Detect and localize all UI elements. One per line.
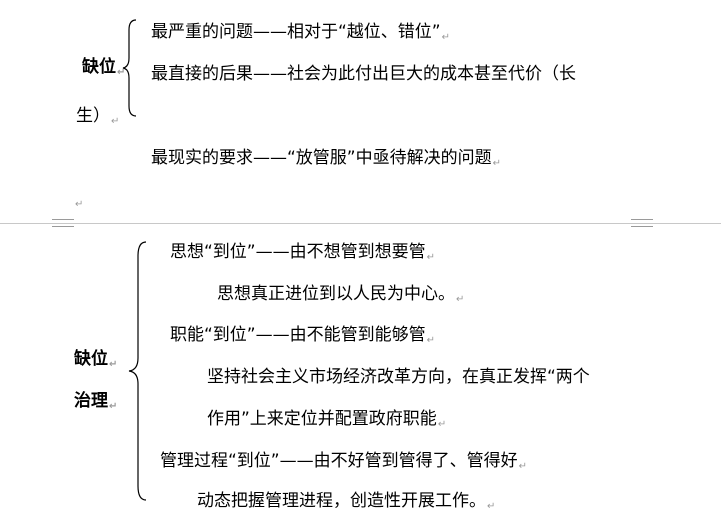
- paragraph-mark: ↵: [441, 32, 451, 43]
- paragraph-mark: ↵: [426, 335, 436, 346]
- section2-item-1-detail: 思想真正进位到以人民为中心。↵: [217, 284, 465, 305]
- paragraph-mark: ↵: [117, 67, 126, 78]
- left-margin-marker: [52, 219, 74, 227]
- section1-item-2: 最直接的后果——社会为此付出巨大的成本甚至代价（长: [151, 64, 576, 84]
- section1-heading: 缺位↵: [82, 57, 126, 78]
- paragraph-mark: ↵: [75, 199, 84, 210]
- left-brace-section2: [128, 241, 147, 501]
- paragraph-mark: ↵: [492, 158, 502, 169]
- paragraph-mark: ↵: [426, 252, 436, 263]
- section2-item-2: 职能“到位”——由不能管到能够管↵: [170, 325, 436, 346]
- section1-item-3: 最现实的要求——“放管服”中亟待解决的问题↵: [151, 148, 502, 169]
- page-break-line: [0, 223, 721, 224]
- section2-item-3: 管理过程“到位”——由不好管到管得了、管得好↵: [160, 451, 528, 472]
- paragraph-mark: ↵: [111, 116, 120, 127]
- section2-heading-line2: 治理↵: [74, 391, 118, 412]
- paragraph-mark: ↵: [437, 419, 447, 430]
- empty-paragraph: ↵: [74, 188, 83, 216]
- section1-item-2-continued: 生）↵: [76, 106, 120, 127]
- section2-item-1: 思想“到位”——由不想管到想要管↵: [170, 242, 436, 263]
- left-brace-section1: [122, 19, 137, 117]
- right-margin-marker: [631, 219, 653, 227]
- section1-item-1: 最严重的问题——相对于“越位、错位”↵: [151, 22, 451, 43]
- paragraph-mark: ↵: [487, 501, 496, 512]
- paragraph-mark: ↵: [518, 461, 528, 472]
- paragraph-mark: ↵: [109, 401, 118, 412]
- paragraph-mark: ↵: [456, 294, 465, 305]
- section2-item-2-detail: 坚持社会主义市场经济改革方向，在真正发挥“两个: [207, 367, 590, 387]
- paragraph-mark: ↵: [109, 359, 118, 370]
- section2-heading-line1: 缺位↵: [74, 349, 118, 370]
- section2-item-2-detail-continued: 作用”上来定位并配置政府职能↵: [207, 409, 447, 430]
- section2-item-3-detail: 动态把握管理进程，创造性开展工作。↵: [197, 491, 496, 512]
